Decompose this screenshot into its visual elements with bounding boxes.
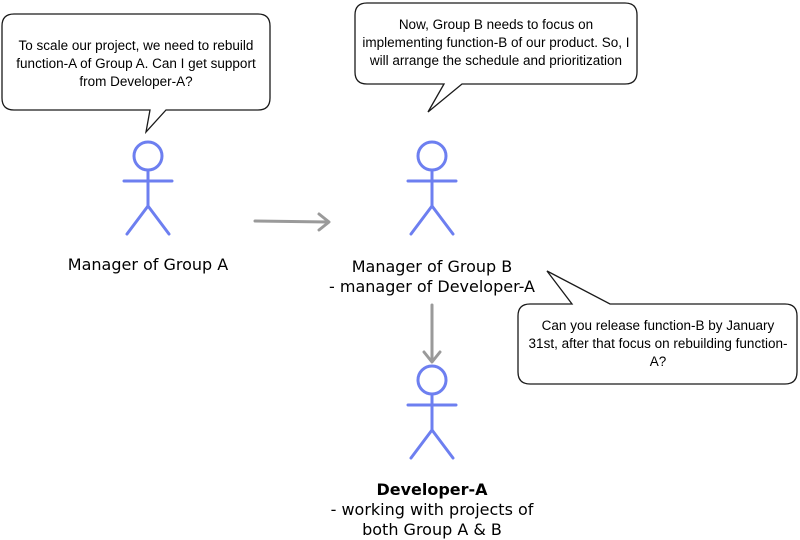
arrow-manager-b-to-developer-a	[422, 303, 442, 364]
actor-manager-a-icon	[122, 140, 174, 236]
speech-bubble-manager-a	[1, 13, 271, 135]
arrow-manager-a-to-manager-b	[253, 212, 331, 232]
label-manager-b-name: Manager of Group B	[351, 257, 513, 276]
actor-manager-b-icon	[406, 140, 458, 236]
label-developer-a-role-line1: - working with projects of	[330, 500, 534, 519]
label-developer-a-role-line2: both Group A & B	[362, 520, 502, 539]
label-developer-a: Developer-A - working with projects of b…	[312, 480, 552, 540]
bubble-text-manager-a: To scale our project, we need to rebuild…	[16, 38, 256, 89]
label-manager-b: Manager of Group B - manager of Develope…	[312, 257, 552, 297]
bubble-text-manager-b: Now, Group B needs to focus on implement…	[362, 17, 630, 68]
speech-bubble-manager-b	[354, 2, 638, 113]
label-manager-a-name: Manager of Group A	[67, 255, 229, 274]
actor-developer-a-icon	[406, 364, 458, 460]
bubble-text-developer-request: Can you release function-B by January 31…	[528, 318, 788, 369]
label-manager-a: Manager of Group A	[48, 255, 248, 275]
label-manager-b-role: - manager of Developer-A	[329, 277, 535, 296]
speech-bubble-developer-request	[517, 270, 798, 385]
label-developer-a-name: Developer-A	[376, 480, 488, 499]
